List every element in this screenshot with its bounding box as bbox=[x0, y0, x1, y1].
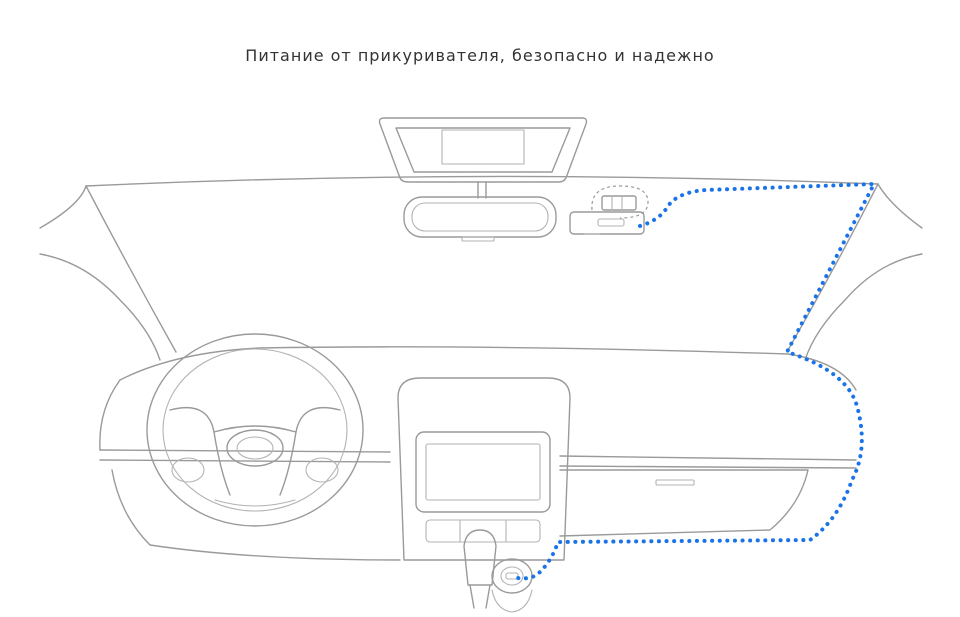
power-cable-route bbox=[516, 181, 878, 581]
windshield bbox=[39, 175, 923, 361]
overhead-console bbox=[378, 117, 588, 183]
steering-wheel bbox=[146, 333, 364, 527]
dash-camera bbox=[569, 185, 649, 235]
gear-shifter bbox=[463, 529, 497, 609]
cigarette-lighter-socket bbox=[491, 558, 533, 613]
glovebox bbox=[559, 469, 809, 537]
rearview-mirror bbox=[403, 181, 557, 242]
caption-title: Питание от прикуривателя, безопасно и на… bbox=[245, 46, 715, 65]
center-console bbox=[397, 377, 571, 561]
dashboard bbox=[99, 346, 857, 561]
